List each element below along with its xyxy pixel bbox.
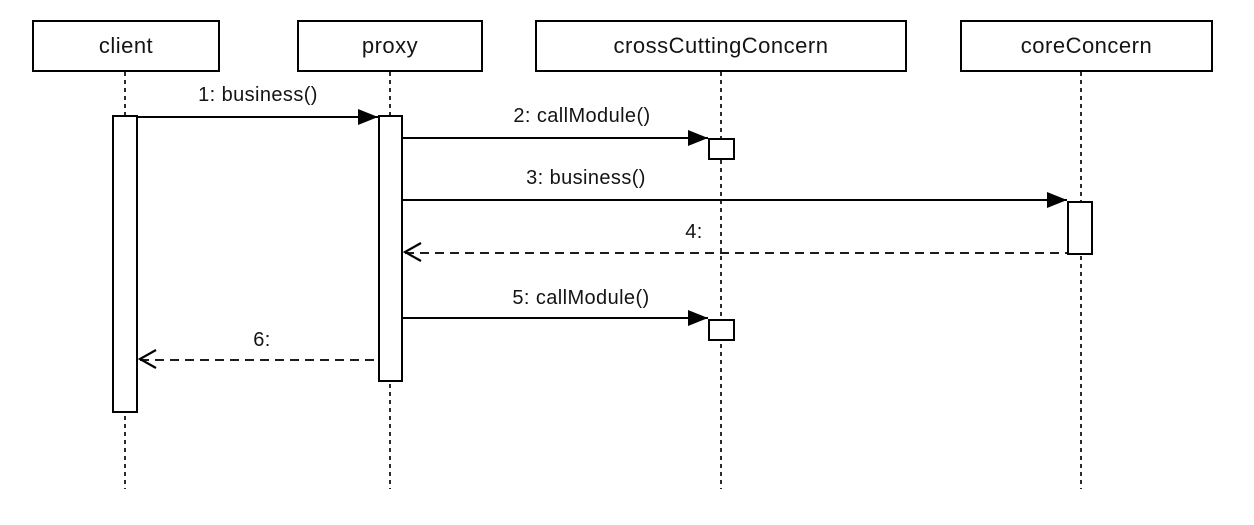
message-label-6: 6: — [253, 329, 271, 351]
activation-bar-coreConcern-4 — [1067, 201, 1093, 255]
message-line-2 — [403, 137, 708, 139]
arrowhead-open-icon — [402, 241, 423, 263]
participant-box-client: client — [32, 20, 220, 72]
arrowhead-filled-icon — [688, 130, 708, 146]
participant-label-coreConcern: coreConcern — [1020, 33, 1153, 58]
message-label-2: 2: callModule() — [513, 105, 651, 127]
activation-bar-client-0 — [112, 115, 138, 413]
participant-label-proxy: proxy — [361, 33, 419, 58]
participant-box-crossCuttingConcern: crossCuttingConcern — [535, 20, 907, 72]
message-line-5 — [403, 317, 708, 319]
message-line-4 — [405, 252, 1067, 254]
message-label-1: 1: business() — [198, 84, 318, 106]
message-label-3: 3: business() — [526, 167, 646, 189]
lifeline-coreConcern — [1080, 72, 1082, 489]
participant-box-coreConcern: coreConcern — [960, 20, 1213, 72]
arrowhead-filled-icon — [688, 310, 708, 326]
message-label-5: 5: callModule() — [512, 287, 650, 309]
participant-box-proxy: proxy — [297, 20, 483, 72]
message-line-3 — [403, 199, 1067, 201]
message-line-6 — [140, 359, 378, 361]
arrowhead-filled-icon — [358, 109, 378, 125]
activation-bar-crossCuttingConcern-3 — [708, 319, 735, 341]
participant-label-client: client — [98, 33, 154, 58]
activation-bar-crossCuttingConcern-2 — [708, 138, 735, 160]
lifeline-crossCuttingConcern — [720, 72, 722, 489]
participant-label-crossCuttingConcern: crossCuttingConcern — [613, 33, 829, 58]
arrowhead-filled-icon — [1047, 192, 1067, 208]
activation-bar-proxy-1 — [378, 115, 403, 382]
message-line-1 — [138, 116, 378, 118]
message-label-4: 4: — [685, 221, 703, 243]
arrowhead-open-icon — [137, 348, 158, 370]
